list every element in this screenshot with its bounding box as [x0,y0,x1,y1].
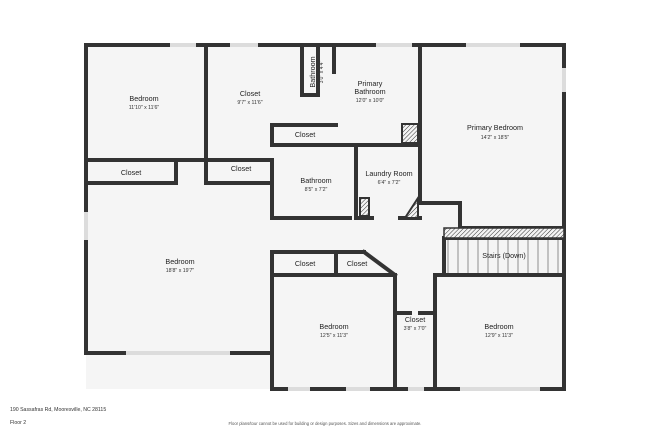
stairs-treads [447,240,559,273]
dims-bedroom-w: 18'8" x 19'7" [166,268,195,274]
footer-disclaimer: Floor plans/tour cannot be used for buil… [228,421,422,426]
dims-bedroom-s: 12'5" x 11'3" [320,333,348,339]
label-primary-bathroom-2: Bathroom [354,87,385,96]
label-closet-mid: Closet [295,130,315,139]
label-closet-center: Closet [231,164,251,173]
dims-primary-bedroom: 14'2" x 18'5" [481,135,510,141]
dims-closet-top: 9'7" x 11'6" [237,100,262,106]
dims-closet-small: 3'8" x 7'0" [404,326,427,332]
walls [84,43,566,391]
room-labels: Bedroom 11'10" x 11'6" Closet 9'7" x 11'… [121,56,526,339]
label-bedroom-s: Bedroom [319,322,348,331]
label-primary-bathroom-1: Primary [358,79,383,88]
dims-bathroom-center: 8'5" x 7'2" [305,187,328,193]
label-closet-left: Closet [121,168,141,177]
label-stairs: Stairs (Down) [482,251,526,260]
dims-laundry-room: 6'4" x 7'2" [378,180,401,186]
label-bedroom-w: Bedroom [165,257,194,266]
label-bedroom-se: Bedroom [484,322,513,331]
footer-address: 190 Sassafras Rd, Mooresville, NC 28115 [10,407,107,413]
dims-bedroom-se: 12'9" x 11'3" [485,333,513,339]
footer-floor: Floor 2 [10,420,27,426]
label-laundry-room: Laundry Room [365,169,412,178]
stairs-rail [443,227,565,239]
dims-primary-bathroom: 12'0" x 10'0" [356,98,385,104]
label-bedroom-nw: Bedroom [129,94,158,103]
label-closet-low1: Closet [295,259,315,268]
label-closet-low2: Closet [347,259,367,268]
windows [84,43,566,391]
utility-shafts [359,123,419,219]
label-bathroom-center: Bathroom [300,176,331,185]
label-closet-small: Closet [405,315,425,324]
dims-bedroom-nw: 11'10" x 11'6" [129,105,160,111]
label-bathroom-small: Bathroom [308,56,317,87]
dims-bathroom-small: 3'0" x 4'4" [319,61,325,84]
label-primary-bedroom: Primary Bedroom [467,123,523,132]
label-closet-top: Closet [240,89,260,98]
